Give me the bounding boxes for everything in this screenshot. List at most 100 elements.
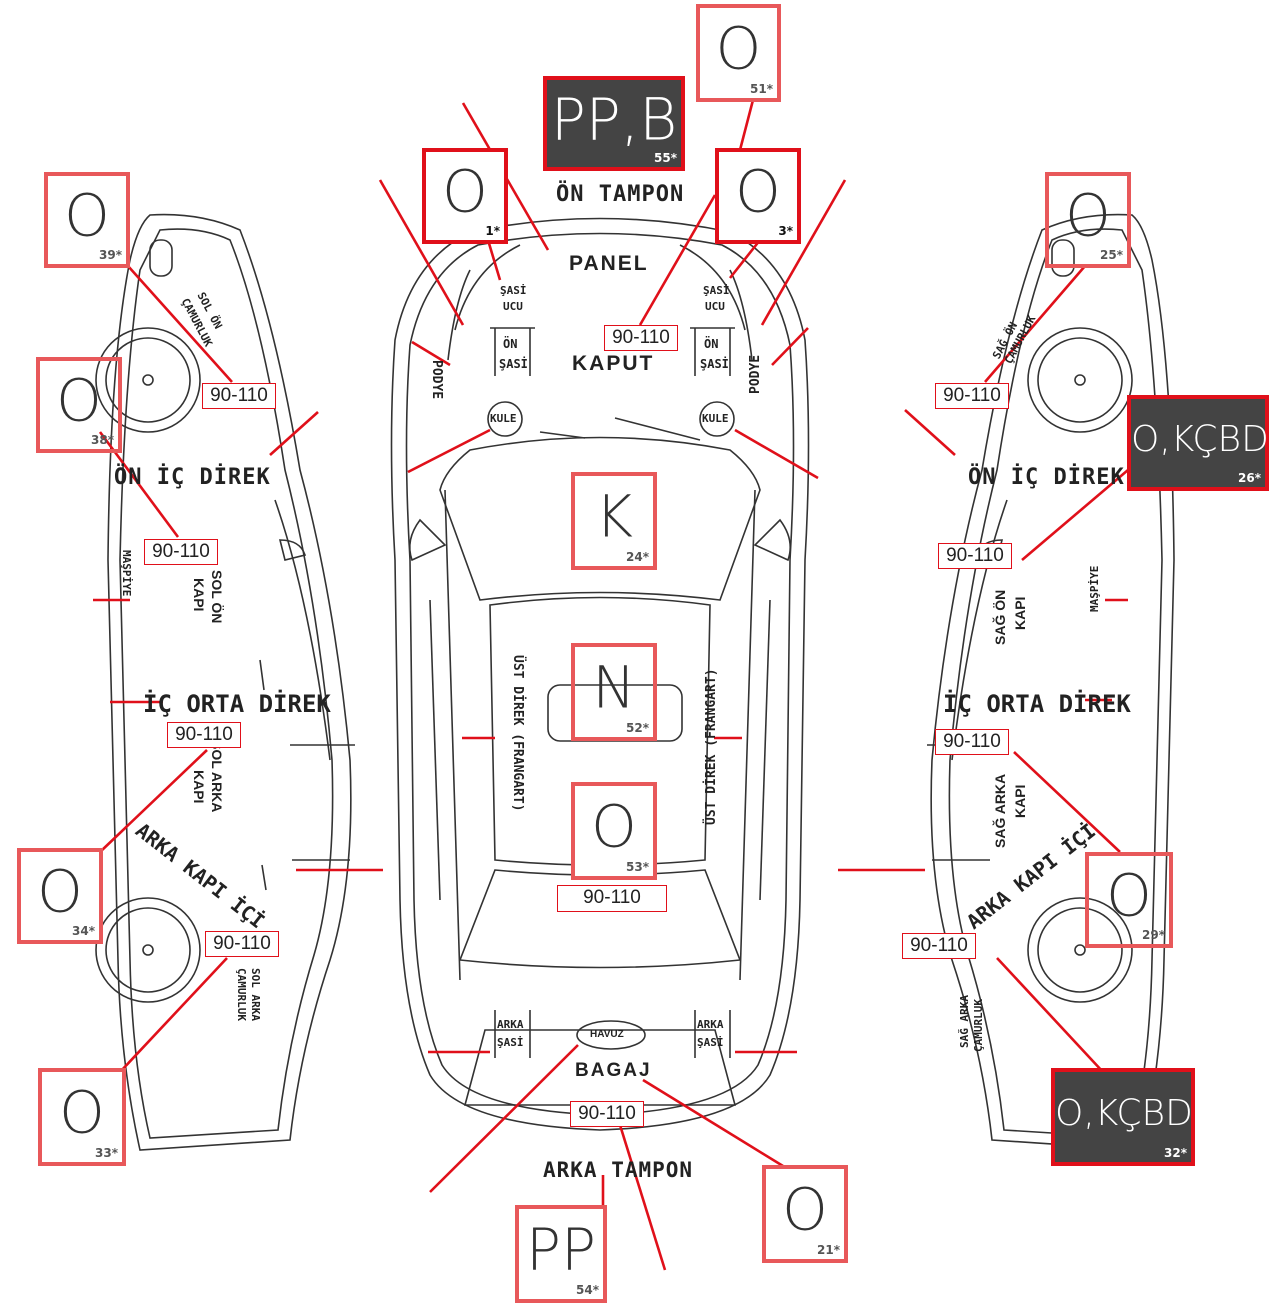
label-kaput: KAPUT xyxy=(572,352,655,375)
part-box-25[interactable]: O 25* xyxy=(1045,172,1131,268)
label-sol-arka-kapi-2: KAPI xyxy=(191,770,207,804)
label-sol-on-kapi-2: KAPI xyxy=(191,578,207,612)
label-sag-arka-camurluk-2: ÇAMURLUK xyxy=(972,999,985,1052)
part-value: O xyxy=(64,181,110,250)
part-code: 29* xyxy=(1142,928,1165,942)
label-sag-on-kapi-2: KAPI xyxy=(1012,596,1028,630)
part-code: 38* xyxy=(91,433,114,447)
label-maspiye-left: MAŞPİYE xyxy=(120,550,133,597)
label-on-ic-direk-right: ÖN İÇ DİREK xyxy=(968,465,1125,490)
part-box-33[interactable]: O 33* xyxy=(38,1068,126,1166)
label-ic-orta-direk-right: İÇ ORTA DİREK xyxy=(943,690,1131,718)
label-sasi-ucu-left-2: UCU xyxy=(503,300,523,313)
part-code: 51* xyxy=(750,82,773,96)
part-box-29[interactable]: O 29* xyxy=(1085,852,1173,948)
part-value: PP,B xyxy=(550,84,678,153)
label-arka-sasi-left-1: ARKA xyxy=(497,1018,524,1031)
label-kule-right: KULE xyxy=(702,412,729,425)
range-sol-on-camurluk: 90-110 xyxy=(202,383,276,409)
range-sag-arka-kapi: 90-110 xyxy=(935,729,1009,755)
range-sag-on-kapi: 90-110 xyxy=(938,543,1012,569)
range-bagaj: 90-110 xyxy=(570,1101,644,1127)
leader-lines xyxy=(93,99,1129,1271)
range-sol-arka-camurluk: 90-110 xyxy=(205,931,279,957)
part-code: 25* xyxy=(1100,248,1123,262)
label-on-tampon: ÖN TAMPON xyxy=(556,182,685,207)
range-sag-on-camurluk: 90-110 xyxy=(935,383,1009,409)
label-on-ic-direk-left: ÖN İÇ DİREK xyxy=(114,465,271,490)
part-code: 55* xyxy=(654,151,677,165)
part-value: PP xyxy=(526,1215,596,1284)
label-sag-arka-kapi-2: KAPI xyxy=(1012,784,1028,818)
label-sasi-ucu-left-1: ŞASİ xyxy=(500,284,527,297)
part-box-38[interactable]: O 38* xyxy=(36,357,122,453)
range-sag-arka-camurluk: 90-110 xyxy=(902,933,976,959)
part-value: O xyxy=(1106,861,1152,930)
range-sol-on-kapi: 90-110 xyxy=(144,539,218,565)
part-value: O xyxy=(37,857,83,926)
part-box-55[interactable]: PP,B 55* xyxy=(543,76,685,171)
label-arka-tampon: ARKA TAMPON xyxy=(543,1158,694,1182)
part-value: O xyxy=(442,157,488,226)
part-code: 21* xyxy=(817,1243,840,1257)
part-code: 54* xyxy=(576,1283,599,1297)
part-value: O xyxy=(1065,181,1111,250)
part-box-34[interactable]: O 34* xyxy=(17,848,103,944)
part-value: O xyxy=(782,1175,828,1244)
label-podye-right: PODYE xyxy=(748,354,763,394)
label-sag-arka-camurluk-1: SAĞ ARKA xyxy=(958,995,971,1048)
part-box-26[interactable]: O,KÇBD 26* xyxy=(1127,395,1269,491)
part-box-39[interactable]: O 39* xyxy=(44,172,130,268)
part-value: O xyxy=(56,366,102,435)
label-ic-orta-direk-left: İÇ ORTA DİREK xyxy=(143,690,331,718)
range-tavan: 90-110 xyxy=(557,885,667,912)
label-on-sasi-left-1: ÖN xyxy=(503,337,518,351)
part-code: 3* xyxy=(778,224,793,238)
label-sasi-ucu-right-1: ŞASİ xyxy=(703,284,730,297)
part-box-1[interactable]: O 1* xyxy=(422,148,508,244)
part-value: O xyxy=(715,14,762,83)
part-value: O,KÇBD xyxy=(1131,419,1269,461)
part-box-53[interactable]: O 53* xyxy=(571,782,657,880)
part-code: 52* xyxy=(626,721,649,735)
label-sol-arka-camurluk-1: SOL ARKA xyxy=(249,968,262,1021)
part-value: O,KÇBD xyxy=(1055,1093,1193,1135)
label-bagaj: BAGAJ xyxy=(575,1060,652,1081)
label-ust-direk-right: ÜST DİREK (FRANGART) xyxy=(704,668,719,825)
label-sol-on-kapi-1: SOL ÖN xyxy=(209,570,225,624)
label-arka-sasi-right-2: ŞASİ xyxy=(697,1036,724,1049)
part-box-54[interactable]: PP 54* xyxy=(515,1205,607,1303)
part-box-24[interactable]: K 24* xyxy=(571,472,657,570)
label-sol-arka-camurluk-2: ÇAMURLUK xyxy=(235,968,248,1021)
part-box-21[interactable]: O 21* xyxy=(762,1165,848,1263)
label-ust-direk-left: ÜST DİREK (FRANGART) xyxy=(510,655,525,812)
part-code: 26* xyxy=(1238,471,1261,485)
part-value: N xyxy=(592,653,636,722)
part-box-52[interactable]: N 52* xyxy=(571,643,657,741)
label-havuz: HAVUZ xyxy=(590,1029,624,1040)
part-box-32[interactable]: O,KÇBD 32* xyxy=(1051,1068,1195,1166)
part-code: 39* xyxy=(99,248,122,262)
part-code: 33* xyxy=(95,1146,118,1160)
part-code: 34* xyxy=(72,924,95,938)
car-left-side-view xyxy=(95,213,355,1151)
part-value: K xyxy=(594,482,634,551)
part-code: 53* xyxy=(626,860,649,874)
label-kule-left: KULE xyxy=(490,412,517,425)
part-code: 24* xyxy=(626,550,649,564)
label-on-sasi-left-2: ŞASİ xyxy=(499,357,528,371)
label-sol-arka-kapi-1: SOL ARKA xyxy=(209,740,225,813)
label-sag-on-kapi-1: SAĞ ÖN xyxy=(992,589,1008,645)
part-box-3[interactable]: O 3* xyxy=(715,148,801,244)
range-sol-arka-kapi: 90-110 xyxy=(167,722,241,748)
part-box-51[interactable]: O 51* xyxy=(696,4,781,102)
label-sag-arka-kapi-1: SAĞ ARKA xyxy=(992,773,1008,848)
label-panel: PANEL xyxy=(569,252,649,275)
part-code: 1* xyxy=(485,224,500,238)
part-value: O xyxy=(735,157,781,226)
part-value: O xyxy=(59,1078,105,1147)
label-arka-sasi-left-2: ŞASİ xyxy=(497,1036,524,1049)
label-sasi-ucu-right-2: UCU xyxy=(705,300,725,313)
part-value: O xyxy=(591,792,637,861)
